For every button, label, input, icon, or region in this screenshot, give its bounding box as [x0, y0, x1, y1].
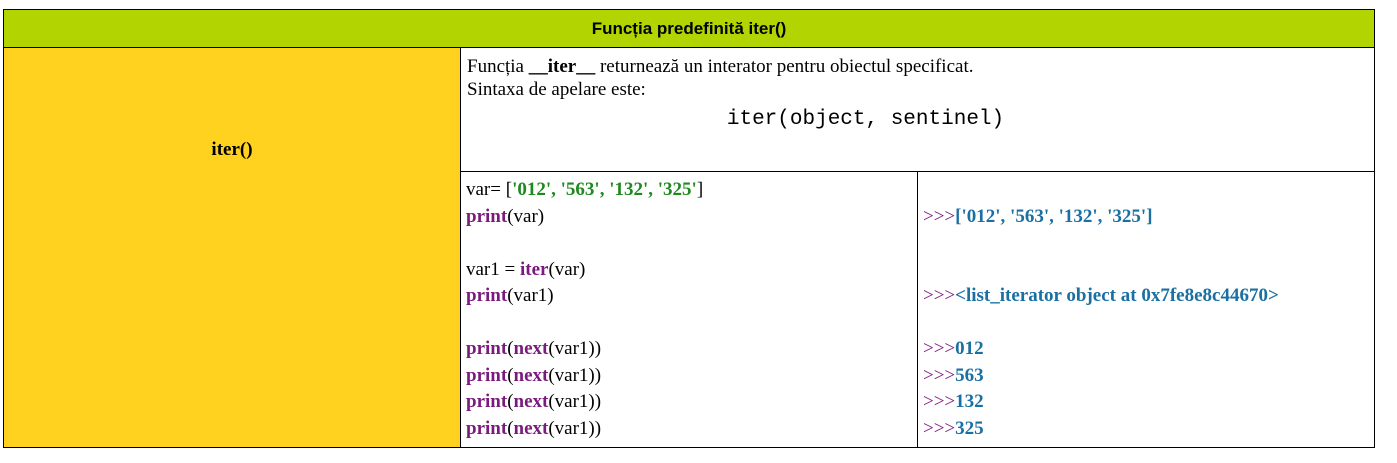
- string-literal: '012': [512, 179, 552, 200]
- syntax-intro: Sintaxa de apelare este:: [467, 79, 646, 100]
- description-cell: Funcția __iter__ returnează un interator…: [460, 47, 1375, 172]
- string-literal: '563': [560, 179, 600, 200]
- code-text: ]: [696, 179, 704, 200]
- output-line-2: >>><list_iterator object at 0x7fe8e8c446…: [923, 283, 1374, 310]
- description-keyword: __iter__: [528, 56, 596, 77]
- code-text: (var1)): [548, 364, 602, 386]
- output-line-4: >>>563: [923, 363, 1374, 390]
- output-value: <list_iterator object at 0x7fe8e8c44670>: [955, 285, 1279, 306]
- side-label-cell: iter(): [3, 47, 461, 448]
- output-blank: [923, 177, 1374, 204]
- output-value: ['012', '563', '132', '325']: [955, 205, 1153, 227]
- next-keyword: next: [513, 364, 549, 386]
- output-blank: [923, 230, 1374, 257]
- description-suffix: returnează un interator pentru obiectul …: [595, 56, 974, 77]
- code-text: (var): [548, 258, 586, 280]
- code-text: (: [507, 338, 514, 359]
- code-text: (: [507, 364, 514, 386]
- code-blank: [466, 310, 917, 337]
- code-cell: var= ['012', '563', '132', '325'] print(…: [460, 171, 918, 448]
- output-prompt: >>>: [923, 285, 956, 306]
- output-blank: [923, 257, 1374, 284]
- next-keyword: next: [513, 391, 549, 412]
- description-prefix: Funcția: [467, 56, 529, 77]
- output-line-6: >>>325: [923, 416, 1374, 443]
- code-comma: ,: [599, 179, 610, 200]
- output-blank: [923, 310, 1374, 337]
- print-keyword: print: [466, 364, 508, 386]
- output-value: 012: [955, 338, 984, 359]
- print-keyword: print: [466, 417, 508, 439]
- code-line-4: var1 = iter(var): [466, 257, 917, 284]
- output-line-1: >>>['012', '563', '132', '325']: [923, 204, 1374, 231]
- print-keyword: print: [466, 391, 508, 412]
- print-keyword: print: [466, 338, 508, 359]
- code-comma: ,: [551, 179, 561, 200]
- code-text: var= [: [466, 179, 513, 200]
- string-literal: '132': [609, 179, 649, 200]
- output-prompt: >>>: [923, 338, 956, 359]
- output-prompt: >>>: [923, 364, 956, 386]
- code-text: var1 =: [466, 258, 520, 280]
- code-line-8: print(next(var1)): [466, 363, 917, 390]
- code-line-7: print(next(var1)): [466, 336, 917, 363]
- table-title: Funcția predefinită iter(): [3, 9, 1375, 48]
- code-text: (: [507, 417, 514, 439]
- print-keyword: print: [466, 205, 508, 227]
- code-line-1: var= ['012', '563', '132', '325']: [466, 177, 917, 204]
- output-prompt: >>>: [923, 205, 956, 227]
- code-line-2: print(var): [466, 204, 917, 231]
- output-prompt: >>>: [923, 391, 956, 412]
- output-value: 563: [955, 364, 984, 386]
- code-text: (var1)): [548, 417, 602, 439]
- code-text: (var1)): [548, 391, 602, 412]
- next-keyword: next: [513, 417, 549, 439]
- output-cell: >>>['012', '563', '132', '325'] >>><list…: [917, 171, 1375, 448]
- output-prompt: >>>: [923, 417, 956, 439]
- output-line-3: >>>012: [923, 336, 1374, 363]
- code-text: (: [507, 391, 514, 412]
- code-blank: [466, 230, 917, 257]
- string-literal: '325': [657, 179, 697, 200]
- code-text: (var): [507, 205, 545, 227]
- syntax-code: iter(object, sentinel): [726, 108, 1005, 131]
- code-line-5: print(var1): [466, 283, 917, 310]
- code-line-9: print(next(var1)): [466, 389, 917, 416]
- output-line-5: >>>132: [923, 389, 1374, 416]
- side-label: iter(): [211, 138, 253, 160]
- print-keyword: print: [466, 285, 508, 306]
- code-text: (var1)): [548, 338, 602, 359]
- main-table: Funcția predefinită iter() iter() Funcți…: [3, 9, 1375, 448]
- iter-keyword: iter: [519, 258, 549, 280]
- description-line: Funcția __iter__ returnează un interator…: [467, 55, 1374, 78]
- output-value: 132: [955, 391, 984, 412]
- code-comma: ,: [648, 179, 658, 200]
- output-value: 325: [955, 417, 984, 439]
- code-line-10: print(next(var1)): [466, 416, 917, 443]
- iter-function-table: Funcția predefinită iter() iter() Funcți…: [3, 9, 1375, 448]
- code-text: (var1): [507, 285, 554, 306]
- next-keyword: next: [513, 338, 549, 359]
